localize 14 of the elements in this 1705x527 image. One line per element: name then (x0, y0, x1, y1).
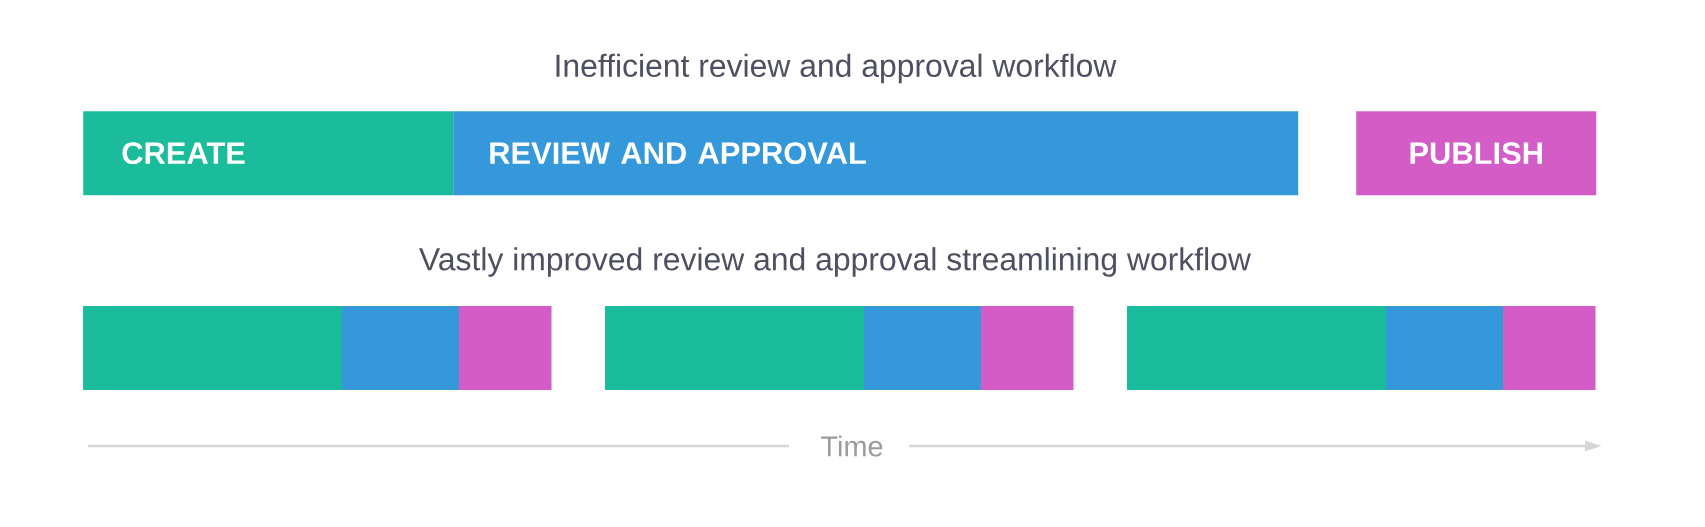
axis-label: Time (821, 435, 883, 457)
stage-bar (864, 306, 981, 390)
stage-bar (459, 306, 552, 390)
row-heading: Vastly improved review and approval streamlining workflow (419, 247, 1251, 277)
stage-bar (1503, 306, 1596, 390)
stage-bar (342, 306, 459, 390)
stage-bar (83, 306, 342, 390)
stage-bar (1386, 306, 1503, 390)
stage-bar: CREATE (83, 111, 454, 196)
stage-bar: REVIEW AND APPROVAL (453, 111, 1299, 196)
stage-bar (981, 306, 1074, 390)
stage-bar (1127, 306, 1386, 390)
stage-bar: PUBLISH (1356, 111, 1597, 196)
stage-bar (605, 306, 864, 390)
